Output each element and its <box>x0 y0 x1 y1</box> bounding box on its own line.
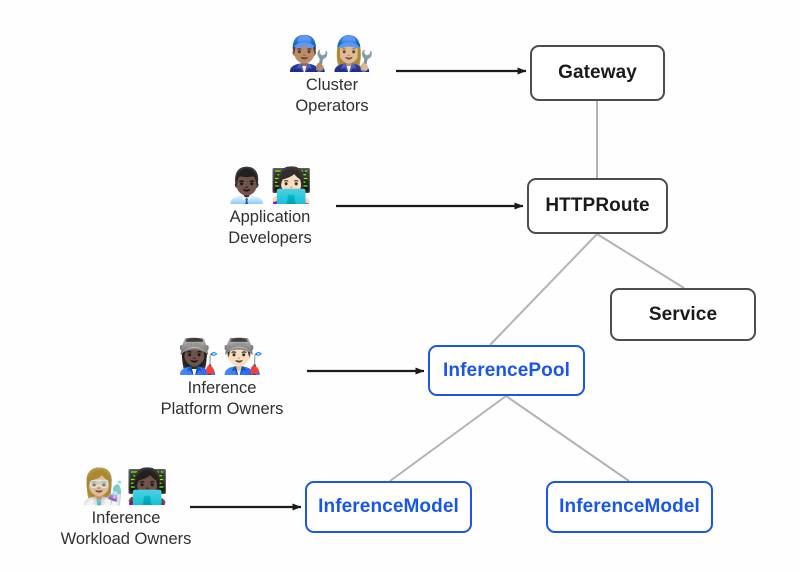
persona-label-application-developers: Application Developers <box>228 208 312 247</box>
edge-httproute-inferencepool <box>489 233 598 346</box>
office-worker-technologist-pair-icon: 👨🏿‍💼👩🏻‍💻 <box>225 166 315 206</box>
construction-worker-pair-icon: 👩🏿‍🏭👨🏻‍🏭 <box>177 337 267 377</box>
persona-inference-platform-owners: 👩🏿‍🏭👨🏻‍🏭Inference Platform Owners <box>122 336 322 420</box>
node-httproute[interactable]: HTTPRoute <box>527 178 668 234</box>
persona-cluster-operators: 👨🏽‍🔧👩🏼‍🔧Cluster Operators <box>232 33 432 117</box>
persona-label-cluster-operators: Cluster Operators <box>295 76 369 115</box>
edge-inferencepool-inferencemodel1 <box>389 395 507 482</box>
node-label-gateway: Gateway <box>558 62 637 83</box>
persona-label-inference-platform-owners: Inference Platform Owners <box>160 379 284 418</box>
node-inferencepool[interactable]: InferencePool <box>428 345 585 396</box>
edge-httproute-service <box>596 233 685 289</box>
node-label-inferencemodel1: InferenceModel <box>318 496 459 517</box>
node-service[interactable]: Service <box>610 288 756 341</box>
persona-arrows <box>190 67 527 511</box>
persona-label-inference-workload-owners: Inference Workload Owners <box>60 509 192 548</box>
node-inferencemodel1[interactable]: InferenceModel <box>305 481 472 533</box>
node-label-httproute: HTTPRoute <box>545 195 650 216</box>
node-inferencemodel2[interactable]: InferenceModel <box>546 481 713 533</box>
persona-inference-workload-owners: 👩🏼‍🔬👩🏿‍💻Inference Workload Owners <box>26 466 226 550</box>
node-label-inferencepool: InferencePool <box>443 359 570 381</box>
mechanic-pair-icon: 👨🏽‍🔧👩🏼‍🔧 <box>287 34 377 74</box>
node-gateway[interactable]: Gateway <box>530 45 665 101</box>
scientist-technologist-pair-icon: 👩🏼‍🔬👩🏿‍💻 <box>81 467 171 507</box>
node-label-service: Service <box>648 303 718 325</box>
edge-inferencepool-inferencemodel2 <box>505 395 630 482</box>
persona-application-developers: 👨🏿‍💼👩🏻‍💻Application Developers <box>170 165 370 249</box>
node-label-inferencemodel2: InferenceModel <box>559 496 700 517</box>
